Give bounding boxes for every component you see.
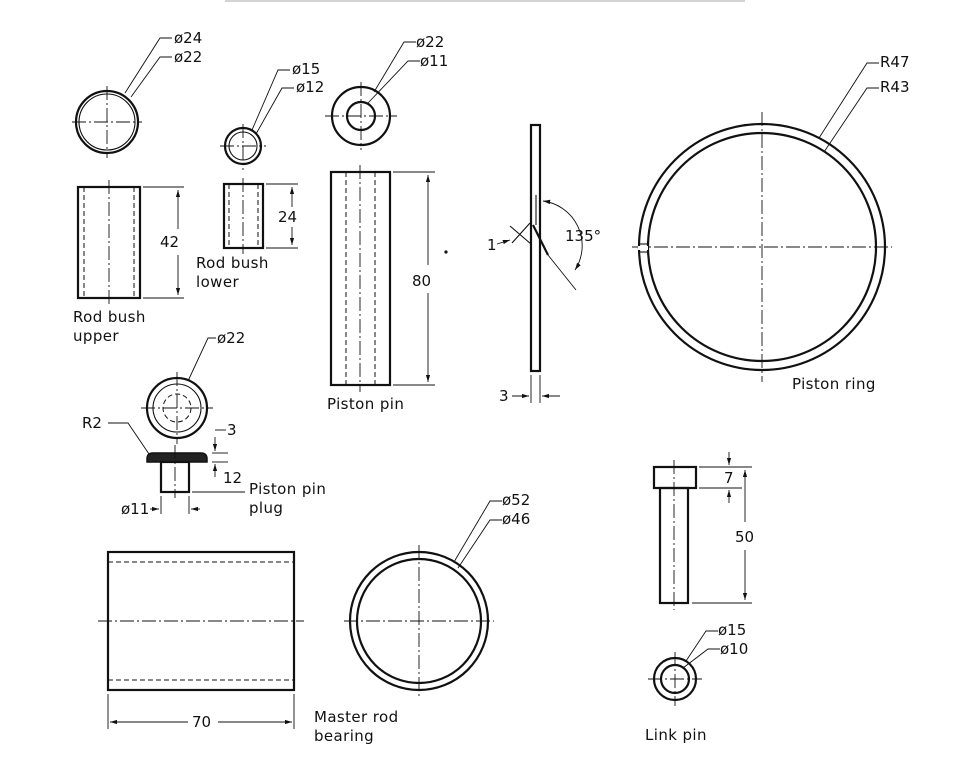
rbu-title-line1: Rod bush (73, 308, 146, 326)
plug-length: 12 (223, 469, 242, 487)
mrb-end-view (344, 545, 494, 697)
rbu-length: 42 (160, 233, 179, 251)
ring-title: Piston ring (792, 375, 876, 393)
plug-diameter: ø22 (217, 329, 245, 347)
piston-pin-plug: ø22 R2 3 12 ø11 Piston pin plug (82, 329, 326, 518)
mrb-title-line1: Master rod (314, 708, 399, 726)
plug-leaders (108, 337, 245, 514)
lp-length: 50 (735, 528, 754, 546)
rbu-outer-diameter: ø24 (174, 29, 202, 47)
ring-thickness: 3 (499, 387, 509, 405)
rbl-outer-diameter: ø15 (292, 60, 320, 78)
ring-inner-radius: R43 (880, 78, 910, 96)
plug-title-line1: Piston pin (249, 480, 326, 498)
lp-head-height: 7 (724, 469, 734, 487)
rbl-end-view (220, 124, 266, 170)
rbl-title-line2: lower (196, 273, 239, 291)
rbl-title-line1: Rod bush (196, 254, 269, 272)
lp-leaders (682, 452, 752, 669)
plug-title-line2: plug (249, 499, 283, 517)
plug-radius: R2 (82, 414, 102, 432)
lp-title: Link pin (645, 726, 707, 744)
piston-pin: ø22 ø11 80 Piston pin (325, 33, 448, 413)
rbl-side-view (222, 178, 265, 254)
rbu-end-view (72, 86, 142, 158)
pp-title: Piston pin (327, 395, 404, 413)
mrb-title-line2: bearing (314, 727, 374, 745)
rbu-inner-diameter: ø22 (174, 48, 202, 66)
rbl-leaders (251, 69, 298, 249)
plug-shank-diameter: ø11 (121, 500, 149, 518)
rbu-title-line2: upper (73, 327, 119, 345)
plug-end-view (141, 372, 213, 444)
master-rod-bearing: ø52 ø46 70 Master rod bearing (98, 491, 530, 745)
rbu-side-view (76, 180, 142, 304)
plug-flange: 3 (227, 421, 237, 439)
piston-ring-plan: R47 R43 Piston ring (632, 53, 910, 393)
ring-angle: 135° (565, 227, 601, 245)
mrb-side-view (98, 550, 304, 692)
mrb-length: 70 (192, 713, 211, 731)
plug-side-view (146, 445, 208, 498)
pp-side-view (329, 165, 392, 392)
rod-bush-lower: ø15 ø12 24 Rod bush lower (196, 60, 324, 291)
lp-end-view (648, 652, 702, 706)
lp-outer-diameter: ø15 (718, 621, 746, 639)
rbu-leaders (124, 37, 184, 299)
mrb-inner-diameter: ø46 (502, 510, 530, 528)
rod-bush-upper: ø24 ø22 42 Rod bush upper (72, 29, 202, 345)
mrb-outer-diameter: ø52 (502, 491, 530, 509)
piston-ring-section: 135° 1 3 (487, 123, 601, 405)
ring-outer-radius: R47 (880, 53, 910, 71)
link-pin: 7 50 ø15 ø10 Link pin (645, 452, 754, 744)
lp-inner-diameter: ø10 (720, 640, 748, 658)
pp-end-view (325, 82, 397, 150)
pp-leaders (367, 41, 448, 386)
mrb-leaders (107, 500, 502, 729)
pp-length: 80 (412, 272, 431, 290)
pp-outer-diameter: ø22 (416, 33, 444, 51)
pp-inner-diameter: ø11 (420, 52, 448, 70)
rbl-inner-diameter: ø12 (296, 78, 324, 96)
ring-gap: 1 (487, 236, 497, 254)
lp-side-view (652, 460, 698, 610)
rbl-length: 24 (278, 208, 297, 226)
